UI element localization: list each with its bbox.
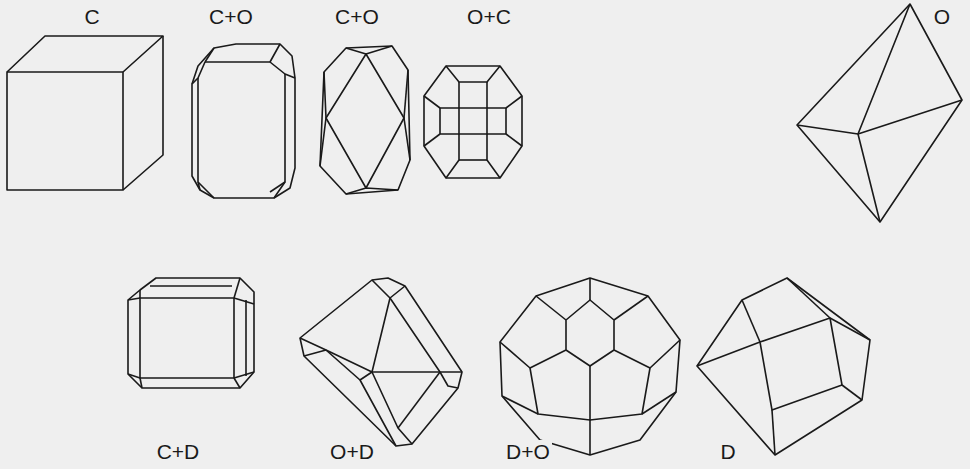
form-label: O+D — [328, 440, 376, 464]
bevelled-octahedron — [300, 278, 462, 446]
bevelled-cube — [128, 278, 254, 388]
form-label: D — [718, 440, 737, 464]
form-label: C+O — [333, 5, 381, 29]
form-label: D+O — [504, 440, 552, 464]
form-label: O — [932, 5, 952, 29]
cuboctahedron — [320, 46, 410, 194]
truncated-octahedron — [424, 66, 522, 178]
octahedron — [797, 4, 962, 222]
form-label: O+C — [465, 5, 513, 29]
truncated-cube — [192, 44, 295, 198]
form-label: C — [82, 5, 101, 29]
form-label: C+D — [155, 440, 202, 464]
form-label: C+O — [207, 5, 255, 29]
cube — [7, 36, 163, 190]
truncated-dodecahedron — [500, 278, 680, 455]
rhombic-dodecahedron — [697, 278, 870, 455]
